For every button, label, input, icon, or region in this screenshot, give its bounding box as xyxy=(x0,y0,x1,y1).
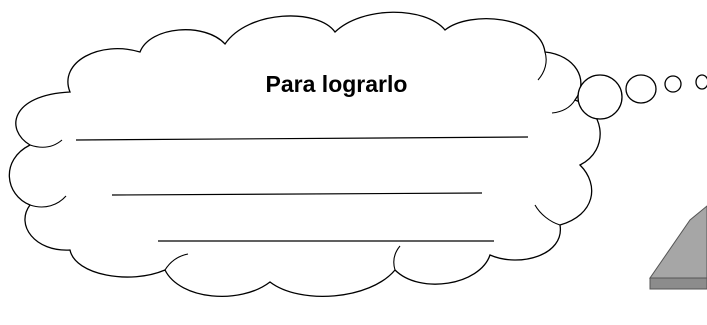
thought-bubble-small xyxy=(664,75,682,93)
thought-cloud xyxy=(8,11,601,298)
cloud-scallop xyxy=(393,245,401,271)
thought-bubble-large xyxy=(577,74,623,120)
cloud-scallop xyxy=(29,139,63,148)
blank-line-2 xyxy=(111,192,483,196)
wedge-front-face xyxy=(649,277,707,290)
thought-bubble-medium xyxy=(625,74,657,104)
gray-wedge-shape xyxy=(649,205,707,290)
cloud-scallop xyxy=(29,195,67,208)
cloud-scallop xyxy=(164,253,189,271)
blank-line-1 xyxy=(75,136,529,141)
cloud-scallop xyxy=(537,51,547,81)
cloud-scallop xyxy=(551,99,576,114)
thought-bubble-tiny xyxy=(695,74,707,90)
thought-bubble-icon xyxy=(577,74,707,120)
cloud-title: Para lograrlo xyxy=(265,71,408,97)
cloud-scallop xyxy=(534,204,561,226)
wedge-top-face xyxy=(649,205,707,279)
